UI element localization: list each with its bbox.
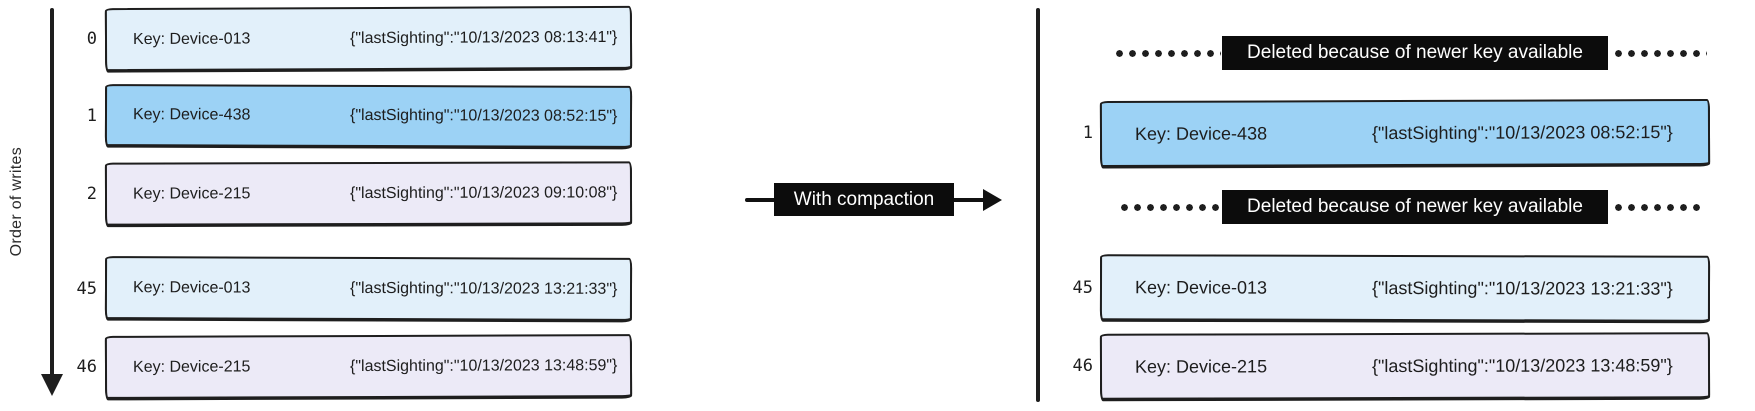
row-key: Key: Device-438 (132, 106, 251, 124)
tombstone-dotted-line (1612, 50, 1707, 57)
row-key: Key: Device-215 (132, 357, 251, 376)
row-index: 2 (86, 183, 97, 204)
log-entry-row: Key: Device-013 {"lastSighting":"10/13/2… (1099, 254, 1711, 322)
tombstone-dotted-line (1113, 50, 1221, 57)
log-entry-row: Key: Device-438 {"lastSighting":"10/13/2… (104, 84, 633, 148)
row-index: 45 (76, 278, 97, 299)
row-key: Key: Device-013 (1134, 276, 1268, 298)
log-entry-row: Key: Device-438 {"lastSighting":"10/13/2… (1099, 98, 1711, 168)
tombstone-dotted-line (1612, 204, 1702, 211)
tombstone-dotted-line (1118, 204, 1221, 211)
deleted-tombstone-label: Deleted because of newer key available (1222, 36, 1608, 70)
compaction-arrow-head (983, 189, 1002, 211)
compaction-label: With compaction (774, 183, 954, 216)
row-index: 46 (1072, 356, 1093, 376)
row-value: {"lastSighting":"10/13/2023 13:48:59"} (1371, 354, 1673, 376)
row-key: Key: Device-013 (132, 278, 251, 297)
row-value: {"lastSighting":"10/13/2023 13:21:33"} (349, 279, 618, 298)
log-entry-row: Key: Device-215 {"lastSighting":"10/13/2… (104, 161, 633, 226)
log-entry-row: Key: Device-215 {"lastSighting":"10/13/2… (1099, 332, 1711, 400)
row-index: 1 (1082, 123, 1093, 143)
row-value: {"lastSighting":"10/13/2023 13:21:33"} (1371, 277, 1673, 299)
deleted-tombstone-label: Deleted because of newer key available (1222, 190, 1608, 224)
row-index: 46 (76, 356, 97, 377)
row-key: Key: Device-215 (132, 184, 251, 203)
row-index: 45 (1072, 278, 1093, 298)
log-entry-row: Key: Device-013 {"lastSighting":"10/13/2… (104, 5, 633, 72)
row-key: Key: Device-013 (132, 30, 251, 48)
row-value: {"lastSighting":"10/13/2023 08:13:41"} (349, 28, 618, 47)
row-index: 1 (86, 106, 97, 126)
row-index: 0 (86, 28, 97, 49)
order-axis-line (50, 8, 54, 376)
log-entry-row: Key: Device-013 {"lastSighting":"10/13/2… (104, 256, 633, 321)
row-value: {"lastSighting":"10/13/2023 08:52:15"} (349, 106, 618, 125)
row-value: {"lastSighting":"10/13/2023 08:52:15"} (1371, 121, 1673, 143)
row-value: {"lastSighting":"10/13/2023 09:10:08"} (349, 183, 618, 202)
compacted-log-axis-line (1036, 8, 1040, 402)
order-axis-arrowhead (41, 374, 63, 396)
log-entry-row: Key: Device-215 {"lastSighting":"10/13/2… (104, 334, 633, 399)
row-key: Key: Device-215 (1134, 355, 1268, 377)
order-axis-label: Order of writes (8, 147, 25, 257)
row-key: Key: Device-438 (1134, 122, 1268, 144)
row-value: {"lastSighting":"10/13/2023 13:48:59"} (349, 356, 618, 375)
